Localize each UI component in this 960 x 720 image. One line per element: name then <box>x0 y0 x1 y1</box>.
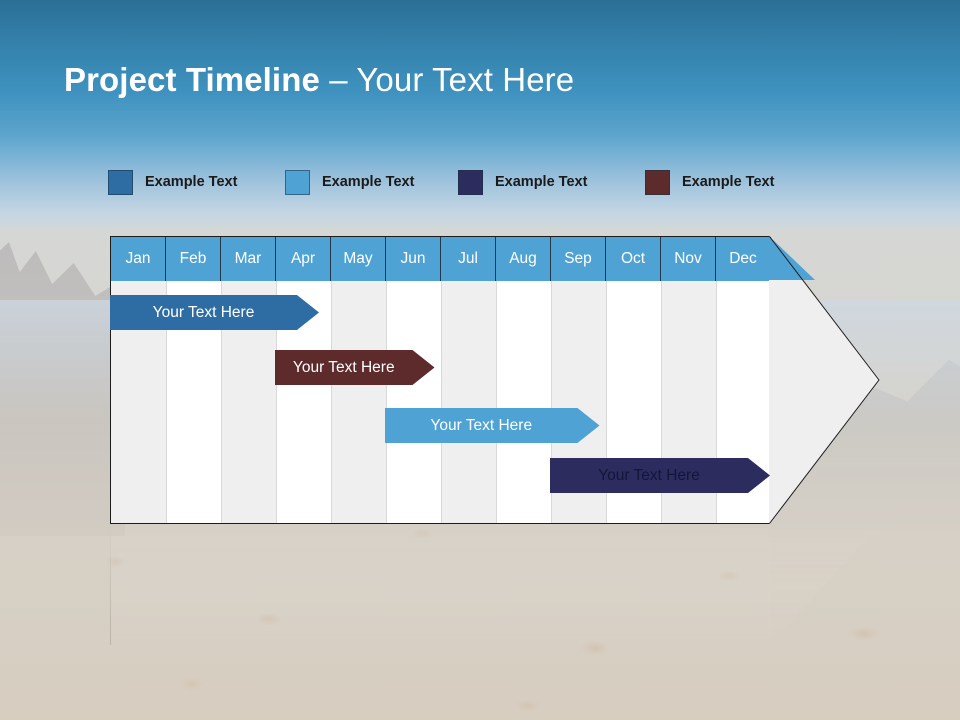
month-header-feb: Feb <box>166 237 221 281</box>
month-header-dec: Dec <box>716 237 771 281</box>
month-header-aug: Aug <box>496 237 551 281</box>
month-column: Feb <box>166 237 221 523</box>
timeline-bar-shape <box>275 350 435 385</box>
column-divider <box>386 281 387 523</box>
timeline-bar[interactable]: Your Text Here <box>110 295 319 330</box>
month-header-jun: Jun <box>386 237 441 281</box>
column-divider <box>606 281 607 523</box>
timeline-bar[interactable]: Your Text Here <box>385 408 600 443</box>
column-divider <box>551 281 552 523</box>
legend-swatch <box>458 169 483 195</box>
month-header-mar: Mar <box>221 237 276 281</box>
legend-item: Example Text <box>285 168 414 196</box>
legend-item: Example Text <box>645 168 774 196</box>
legend-label: Example Text <box>682 174 775 190</box>
column-divider <box>166 281 167 523</box>
timeline-arrow-head <box>769 236 880 524</box>
legend-swatch <box>108 169 133 195</box>
column-divider <box>716 281 717 523</box>
timeline-bar-label: Your Text Here <box>598 466 700 484</box>
month-header-may: May <box>331 237 386 281</box>
timeline-bar-label: Your Text Here <box>430 416 533 434</box>
timeline-bar-shape <box>110 295 319 330</box>
timeline-bar[interactable]: Your Text Here <box>275 350 435 385</box>
month-column: Mar <box>221 237 276 523</box>
legend: Example Text Example Text Example Text Exam… <box>108 168 828 196</box>
timeline-bar-label: Your Text Here <box>292 358 395 376</box>
column-divider <box>441 281 442 523</box>
timeline-bar[interactable]: Your Text Here <box>550 458 770 493</box>
column-divider <box>276 281 277 523</box>
arrow-head-outline <box>769 236 880 524</box>
timeline-bar-shape <box>550 458 770 493</box>
month-header-jan: Jan <box>111 237 166 281</box>
title-light: Your Text Here <box>356 61 575 98</box>
column-divider <box>661 281 662 523</box>
month-column: Jul <box>441 237 496 523</box>
timeline-bar-label: Your Text Here <box>152 303 255 321</box>
background-sky-band <box>0 0 960 232</box>
column-divider <box>331 281 332 523</box>
month-header-jul: Jul <box>441 237 496 281</box>
legend-label: Example Text <box>495 174 588 190</box>
legend-swatch <box>285 169 310 195</box>
legend-label: Example Text <box>145 174 238 190</box>
legend-label: Example Text <box>322 174 415 190</box>
legend-item: Example Text <box>458 168 587 196</box>
column-divider <box>496 281 497 523</box>
month-header-oct: Oct <box>606 237 661 281</box>
column-divider <box>221 281 222 523</box>
timeline-bar-shape <box>385 408 600 443</box>
page-title: Project Timeline – Your Text Here <box>64 60 574 100</box>
month-column: Aug <box>496 237 551 523</box>
legend-item: Example Text <box>108 168 237 196</box>
month-header-nov: Nov <box>661 237 716 281</box>
month-header-apr: Apr <box>276 237 331 281</box>
title-strong: Project Timeline <box>64 61 320 98</box>
legend-swatch <box>645 169 670 195</box>
month-header-sep: Sep <box>551 237 606 281</box>
month-column: Jan <box>111 237 166 523</box>
title-dash: – <box>319 61 357 98</box>
